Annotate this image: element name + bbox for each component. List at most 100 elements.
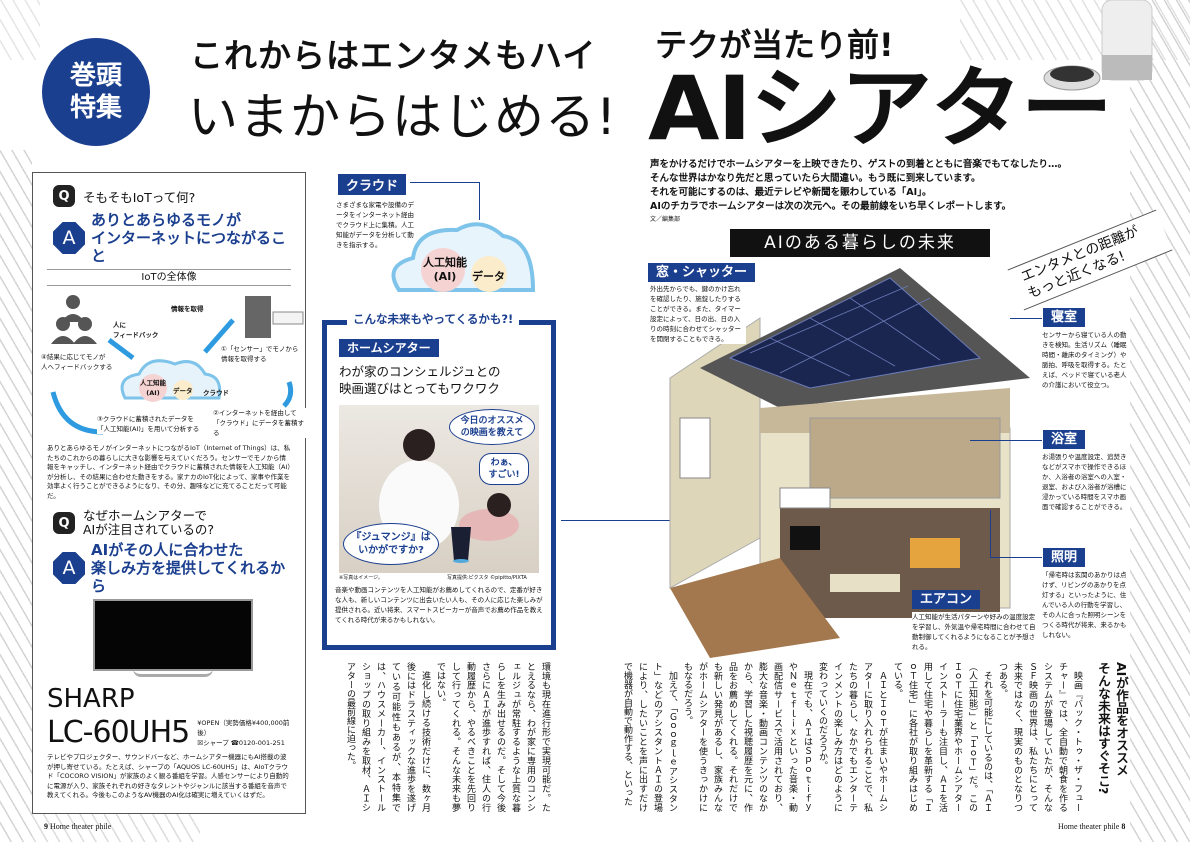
byline: 文／編集部 <box>650 216 681 223</box>
bedroom-bath <box>809 417 1001 499</box>
leader-line <box>1010 318 1042 319</box>
diagram-title: IoTの全体像 <box>47 269 291 286</box>
leader-line <box>990 510 1042 558</box>
cloud-illustration <box>391 222 536 292</box>
house-illustration <box>669 268 1030 658</box>
family-photo: 今日のオススメ の映画を教えて わぁ、 すごい! 『ジュマンジ』は いかがですか… <box>339 405 539 573</box>
product-contact: ☒シャープ ☎0120-001-251 <box>197 739 285 747</box>
label-cloud: クラウド <box>203 389 229 397</box>
article-paragraph: 現在でも、ＡＩはＳｐｏｔｉｆｙやＮｅｔｆｌｉｘといった音楽・動画配信サービスで活… <box>682 662 812 812</box>
article-paragraph: 環境も現在進行形で実現可能だ。たとえるなら、わが家に専用のコンシェルジュが常駐す… <box>435 662 550 812</box>
photo-credit: 写真提供:ピクスタ ©pipitto/PIXTA <box>447 575 527 581</box>
article-paragraph: それを可能にしているのは、「ＡＩ（人工知能）」と「ＩｏＴ」だ。このＩｏＴに住宅業… <box>892 662 992 812</box>
callout-label-lighting: 照明 <box>1043 548 1086 567</box>
callout-label-bedroom: 寝室 <box>1043 308 1086 327</box>
window <box>679 417 711 479</box>
left-title-line1: これからはエンタメもハイ <box>190 36 597 75</box>
callout-label-bathroom: 浴室 <box>1043 430 1086 449</box>
callout-text-bathroom: お湯張りや温度設定、追焚きなどがスマホで操作できるほか、入浴者の浴室への入室・退… <box>1042 453 1127 511</box>
leader-line <box>970 440 1042 441</box>
label-step2: ②インターネットを経由して 「クラウド」にデータを蓄積する <box>213 408 307 438</box>
callout-text-aircon: 人工知能が生活パターンや好みの温度設定を学習し、外気温や帰宅時間に合わせて自動制… <box>912 612 1036 652</box>
callout-text-lighting: 「帰宅時は玄関のあかりは点けず、リビングのあかりを点灯する」といったように、住ん… <box>1042 571 1127 639</box>
people-icon <box>51 295 97 344</box>
cloud-text: さまざまな家電や設備のデータをインターネット経由でクラウド上に集積。人工知能がデ… <box>336 201 414 249</box>
label-ai: 人工知能 (AI) <box>140 379 166 397</box>
smart-speaker-image <box>1043 0 1153 91</box>
label-step1: ①「センサー」でモノから 情報を取得する <box>221 345 299 363</box>
callout-label-window: 窓・シャッター <box>648 263 756 282</box>
footer-left: 9 Home theater phile <box>44 822 112 831</box>
label-step3: ③クラウドに蓄積されたデータを 「人工知能(AI)」を用いて分析する <box>97 414 200 434</box>
leader-line <box>410 182 480 220</box>
article-left: 環境も現在進行形で実現可能だ。たとえるなら、わが家に専用のコンシェルジュが常駐す… <box>312 662 552 812</box>
article-paragraph: 映画『バック・トゥ・ザ・フューチャー』では、全自動で朝食を作るシステムが登場して… <box>997 662 1082 812</box>
ribbon-title: AIのある暮らしの未来 <box>730 229 990 257</box>
label-data: データ <box>173 387 193 395</box>
fridge-icon <box>245 296 271 338</box>
answer-icon: A <box>53 222 85 254</box>
iot-body-text: ありとあらゆるモノがインターネットにつながるIoT（Internet of Th… <box>47 444 291 500</box>
speech-bubble-request: 今日のオススメ の映画を教えて <box>449 409 535 445</box>
tv-area <box>47 599 291 681</box>
article-paragraph: 加えて、「Ｇｏｏｇｌｅアシスタント」などのアシスタントＡＩの登場により、したいこ… <box>622 662 677 812</box>
stripe-decoration <box>1130 0 1190 842</box>
right-title-main: AIシアター <box>648 57 1113 160</box>
label-feedback: 人に フィードバック <box>113 321 159 339</box>
product-model: LC-60UH5 <box>47 715 190 750</box>
label-get-info: 情報を取得 <box>171 305 204 313</box>
cloud-data-label: データ <box>472 270 505 283</box>
footer-right: Home theater phile 8 <box>1058 822 1126 831</box>
question-1: そもそもIoTって何? <box>83 189 196 205</box>
stripe-decoration <box>0 0 40 60</box>
solar-panels <box>728 277 982 389</box>
arrow-step2 <box>282 381 294 408</box>
feature-badge: 巻頭特集 <box>42 38 150 146</box>
future-banner: こんな未来もやってくるかも?! <box>347 311 520 327</box>
future-headline: わが家のコンシェルジュとの 映画選びはとってもワクワク <box>339 364 501 396</box>
label-step4: ④結果に応じてモノが 人へフィードバックする <box>41 353 113 371</box>
right-title-line1: テクが当たり前! <box>655 26 894 64</box>
question-icon: Q <box>53 512 75 534</box>
article-heading: AIが作品をオススメ そんな未来はすぐそこ? <box>1096 662 1129 795</box>
callout-text-bedroom: センサーから寝ている人の動きを検知。生活リズム（睡眠時間・離床のタイミング）や脈… <box>1042 331 1127 389</box>
speech-bubble-suggestion: 『ジュマンジ』は いかがですか? <box>343 523 439 565</box>
air-conditioner <box>779 487 831 509</box>
question-2: なぜホームシアターで AIが注目されているの? <box>83 508 214 537</box>
product-price: ¥OPEN（実勢価格¥400,000前後） <box>197 719 290 737</box>
future-body-text: 音楽や動画コンテンツを人工知能がお薦めしてくれるので、定番が好きな人も、新しいコ… <box>335 586 543 624</box>
article-right: AIが作品をオススメ そんな未来はすぐそこ? 映画『バック・トゥ・ザ・フューチャ… <box>565 662 1130 812</box>
cloud-ai-label: 人工知能 (AI) <box>423 256 467 283</box>
intro-text: 声をかけるだけでホームシアターを上映できたり、ゲストの到着とともに音楽でもてなし… <box>650 159 1067 212</box>
iot-diagram-area: 情報を取得 人に フィードバック ①「センサー」でモノから 情報を取得する ②イ… <box>33 290 307 440</box>
wood-deck <box>670 558 840 658</box>
arrow-get-info <box>203 318 235 354</box>
iot-qa-box: Q そもそもIoTって何? A ありとあらゆるモノが インターネットにつながるこ… <box>32 172 307 814</box>
tv-image <box>93 599 253 671</box>
answer-1: ありとあらゆるモノが インターネットにつながること <box>91 211 287 265</box>
dining-table <box>910 538 960 568</box>
product-body-text: テレビやプロジェクター、サウンドバーなど、ホームシアター機器にもAI搭載の波が押… <box>47 753 289 799</box>
question-icon: Q <box>53 185 75 207</box>
answer-icon: A <box>53 552 85 584</box>
future-box: こんな未来もやってくるかも?! ホームシアター わが家のコンシェルジュとの 映画… <box>322 311 556 650</box>
callout-label-aircon: エアコン <box>912 590 981 609</box>
tv-stand <box>133 669 213 677</box>
article-paragraph: ＡＩとＩｏＴが住まいやホームシアターに取り入れられることで、私たちの暮らし、なか… <box>817 662 887 812</box>
arrow-feedback <box>107 338 135 360</box>
sofa <box>830 574 900 592</box>
product-brand: SHARP <box>47 684 135 714</box>
leader-line <box>561 520 686 521</box>
photo-caption: ※写真はイメージ。 <box>339 575 383 581</box>
cloud-label: クラウド <box>338 174 407 195</box>
article-paragraph: 進化し続ける技術だけに、数ヶ月後にはドラスティックな進歩を遂げている可能性もある… <box>345 662 430 812</box>
speech-bubble-wow: わぁ、 すごい! <box>479 453 529 485</box>
answer-2: AIがその人に合わせた 楽しみ方を提供してくれるから <box>91 541 286 595</box>
left-title-line2: いまからはじめる! <box>188 88 618 146</box>
living-tv <box>790 526 820 550</box>
arrow-step4 <box>50 391 104 435</box>
callout-text-window: 外出先からでも、鍵のかけ忘れを確認したり、施錠したりすることができる。また、タイ… <box>650 284 746 344</box>
iot-diagram <box>50 295 304 435</box>
home-theater-label: ホームシアター <box>339 339 439 357</box>
air-conditioner-icon <box>272 311 304 325</box>
